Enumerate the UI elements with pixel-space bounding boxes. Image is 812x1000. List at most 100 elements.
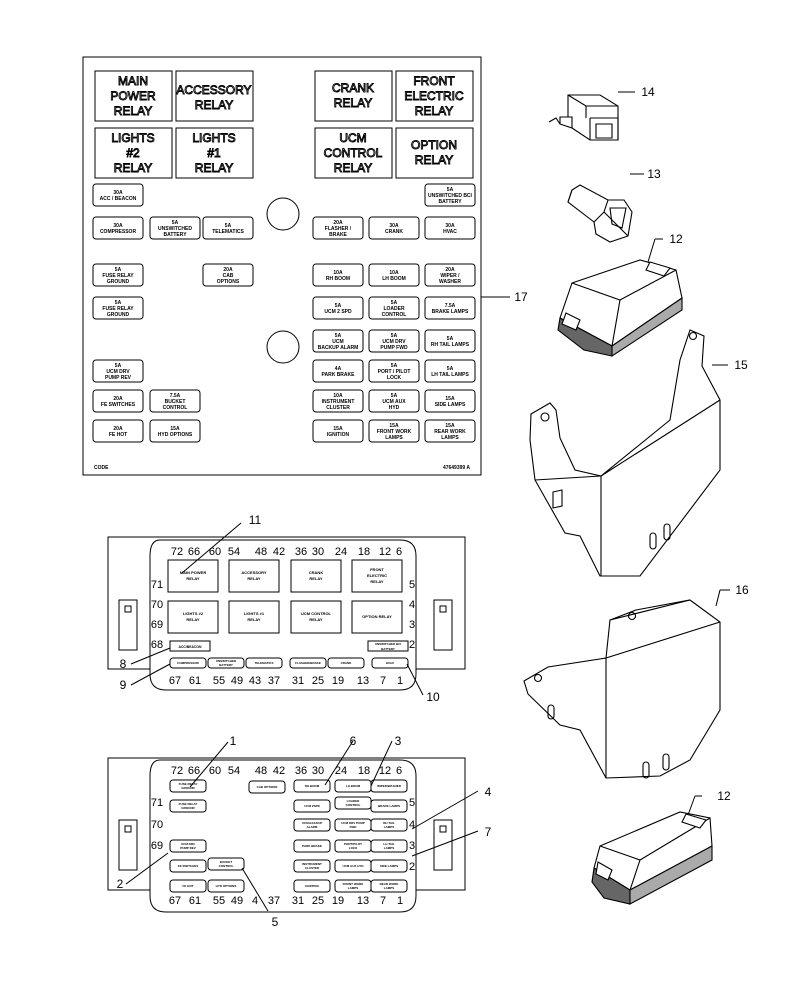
- fuse-block-fuse-label: LH BOOM: [346, 784, 361, 788]
- fuse-block-fuse-label: BRAKE LAMPS: [378, 804, 400, 808]
- relay-block-fuse-label: BATTERY: [381, 647, 395, 651]
- panel-fuse-label: 20A: [113, 396, 123, 402]
- relay-block-fuse-label: FLASHER/BRAKE: [295, 661, 321, 665]
- callout-6: 6: [350, 734, 357, 748]
- bracket-part-16: [523, 599, 721, 779]
- relay-label: POWER: [110, 89, 156, 103]
- panel-fuse-label: 20A: [333, 220, 343, 226]
- panel-fuse-label: 5A: [115, 267, 122, 273]
- fuse-block-fuse: PARK BRAKE: [293, 839, 331, 853]
- code-label: CODE: [94, 465, 109, 471]
- pin-number: 2: [409, 639, 415, 651]
- relay-label: #1: [207, 146, 221, 160]
- relay-block-fuse: COMPRESSOR: [169, 657, 207, 669]
- panel-fuse-label: PUMP REV: [105, 375, 132, 381]
- relay-block-label: CRANK: [309, 570, 324, 575]
- fuse-block-fuse-label: FE SWITCHES: [178, 864, 199, 868]
- panel-relay-lights-1: [175, 127, 254, 179]
- panel-fuse-label: 5A: [391, 363, 398, 369]
- relay-block-label: RELAY: [247, 617, 261, 622]
- relay-block-label: ACCESSORY: [241, 570, 267, 575]
- panel-fuse-label: 5A: [335, 333, 342, 339]
- fuse-block-fuse-label: CONTROL: [219, 864, 234, 868]
- relay-block-label: ELECTRIC: [367, 573, 387, 578]
- fuse-block-fuse-label: PORT/PILOT: [344, 842, 362, 846]
- relay-block-fuse-label: COMPRESSOR: [177, 661, 200, 665]
- fuse-block-fuse: WIPER/WASHER: [370, 779, 408, 793]
- relay-label: RELAY: [334, 96, 372, 110]
- panel-fuse-label: LAMPS: [385, 435, 403, 441]
- panel-fuse-label: 5A: [335, 303, 342, 309]
- relay-block-fuse-label: TELEMATICS: [255, 661, 274, 665]
- fuse-block-fuse-label: LAMPS: [348, 886, 359, 890]
- panel-fuse-label: FRONT WORK: [377, 429, 412, 435]
- callout-1: 1: [230, 734, 237, 748]
- panel-fuse-label: 30A: [445, 223, 455, 229]
- pin-number: 24: [335, 546, 347, 558]
- callout-12-upper: 12: [669, 232, 683, 246]
- fuse-block-fuse-label: FWD: [350, 825, 358, 829]
- pin-number: 5: [409, 579, 415, 591]
- fuse-cover-part-12-upper: [557, 259, 683, 358]
- panel-fuse-label: OPTIONS: [217, 279, 240, 285]
- pin-number: 24: [335, 765, 347, 777]
- callout-4: 4: [485, 785, 492, 799]
- pin-number: 71: [151, 579, 163, 591]
- callout-3: 3: [395, 734, 402, 748]
- pin-number: 25: [312, 895, 324, 907]
- pin-number: 61: [189, 895, 201, 907]
- part-number: 47649399 A: [443, 465, 470, 471]
- relay-block-label: UCM CONTROL: [301, 611, 332, 616]
- pin-number: 67: [169, 675, 181, 687]
- relay-label: RELAY: [114, 104, 152, 118]
- callout-7: 7: [485, 825, 492, 839]
- relay-block-fuse-label: HVAC: [386, 661, 395, 665]
- relay-label: LIGHTS: [111, 131, 154, 145]
- pin-number: 72: [171, 765, 183, 777]
- pin-number: 30: [312, 546, 324, 558]
- panel-fuse-label: PORT / PILOT: [378, 369, 411, 375]
- relay-label: ACCESSORY: [176, 83, 251, 97]
- relay-label: OPTION: [411, 138, 457, 152]
- fuse-block-fuse-label: HYD OPTIONS: [216, 884, 237, 888]
- pin-number: 48: [255, 546, 267, 558]
- pin-number: 68: [151, 639, 163, 651]
- panel-fuse-label: INSTRUMENT: [322, 399, 355, 405]
- relay-block-fuse-label: UNSWITCHED BCI: [375, 642, 401, 646]
- fuse-block-fuse: CAB OPTIONS: [248, 780, 286, 794]
- panel-fuse-label: UCM: [332, 339, 343, 345]
- pin-number: 7: [380, 675, 386, 687]
- panel-relay-ucm-control: [314, 127, 393, 179]
- fuse-block-fuse-label: UCM BACKUP: [302, 821, 323, 825]
- relay-label: CRANK: [332, 81, 374, 95]
- pin-number: 19: [332, 895, 344, 907]
- panel-fuse-label: 20A: [113, 426, 123, 432]
- pin-number: 7: [380, 895, 386, 907]
- panel-fuse-label: CONTROL: [163, 405, 188, 411]
- pin-number: 18: [358, 765, 370, 777]
- relay-block-fuse-label: ACC/BEACON: [179, 645, 203, 649]
- pin-number: 13: [357, 675, 369, 687]
- pin-number: 42: [273, 546, 285, 558]
- fuse-block-fuse-label: REAR WORK: [380, 882, 400, 886]
- panel-fuse-label: PUMP FWD: [380, 345, 408, 351]
- relay-block-label: LIGHTS #2: [183, 611, 204, 616]
- fuse-block-fuse-label: RH BOOM: [305, 784, 320, 788]
